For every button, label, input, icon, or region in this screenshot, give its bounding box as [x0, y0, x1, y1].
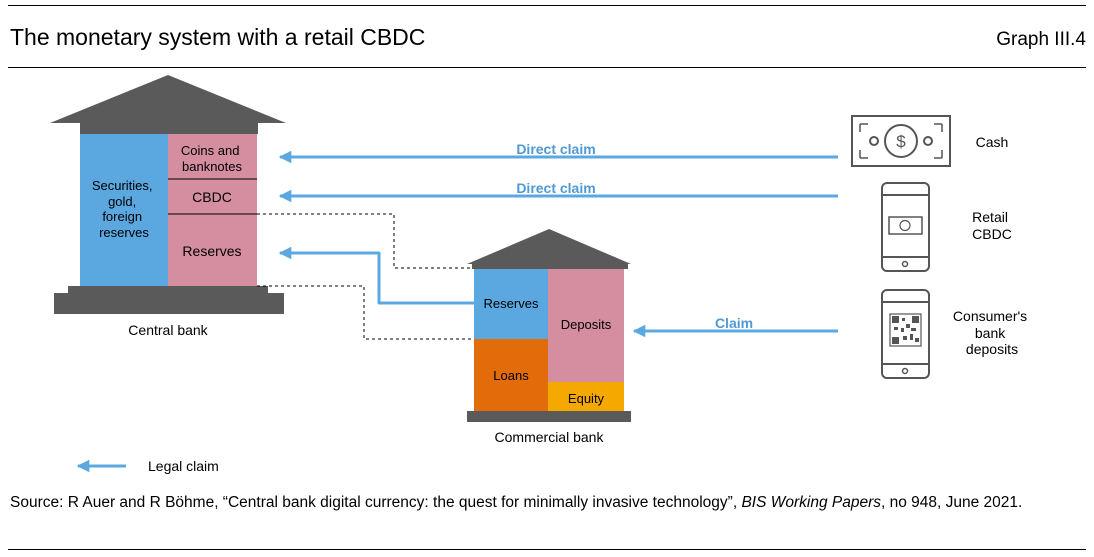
cbdc-label: CBDC [192, 189, 232, 205]
graph-number: Graph III.4 [996, 29, 1086, 50]
commercial-bank-loans [474, 339, 548, 411]
commercial-bank-equity [548, 382, 624, 411]
bottom-rule [8, 549, 1086, 550]
central-bank-base-bottom [54, 293, 284, 314]
direct-claim-label-2: Direct claim [516, 180, 595, 196]
dashed-connector-cbdc [257, 213, 474, 269]
central-bank-roof-base [80, 123, 258, 134]
central-bank-base-top [68, 286, 268, 293]
commercial-bank-roof [467, 229, 631, 264]
consumer-deposits-label: Consumer's bank deposits [953, 308, 1031, 357]
central-bank-label: Central bank [128, 322, 208, 338]
banknote-icon: $ [851, 115, 951, 167]
page-title: The monetary system with a retail CBDC [10, 24, 426, 50]
top-rule [8, 5, 1086, 6]
central-bank: Securities, gold, foreign reserves Coins… [50, 75, 286, 338]
reserves-claim-arrow [278, 246, 474, 305]
commercial-bank-deposits [548, 269, 624, 382]
dashed-connector-reserves [257, 285, 474, 340]
commercial-bank-reserves [474, 269, 548, 339]
commercial-bank-deposits-label: Deposits [561, 317, 612, 332]
title-rule [8, 67, 1086, 68]
central-bank-roof [50, 75, 286, 123]
phone-cbdc-icon [881, 182, 930, 272]
direct-claim-label-1: Direct claim [516, 141, 595, 157]
commercial-bank-loans-label: Loans [493, 368, 529, 383]
commercial-bank-reserves-label: Reserves [484, 296, 539, 311]
claim-label: Claim [715, 315, 753, 331]
central-bank-assets-label: Securities, gold, foreign reserves [92, 178, 156, 240]
commercial-bank-equity-label: Equity [568, 391, 605, 406]
commercial-bank-roof-base [472, 264, 628, 269]
cash-label: Cash [976, 134, 1009, 150]
retail-cbdc-label: Retail CBDC [972, 209, 1012, 242]
commercial-bank-base [467, 411, 631, 422]
coins-banknotes-label: Coins and banknotes [181, 143, 243, 174]
central-bank-liabilities [168, 134, 257, 286]
phone-qr-icon [881, 289, 930, 379]
svg-text:$: $ [896, 132, 906, 151]
commercial-bank-label: Commercial bank [495, 429, 605, 445]
central-bank-assets [80, 134, 168, 286]
commercial-bank: Reserves Loans Deposits Equity Commercia… [467, 229, 631, 445]
central-bank-reserves-label: Reserves [182, 243, 241, 259]
legend-legal-claim: Legal claim [148, 458, 219, 474]
source-note: Source: R Auer and R Böhme, “Central ban… [10, 494, 1023, 511]
